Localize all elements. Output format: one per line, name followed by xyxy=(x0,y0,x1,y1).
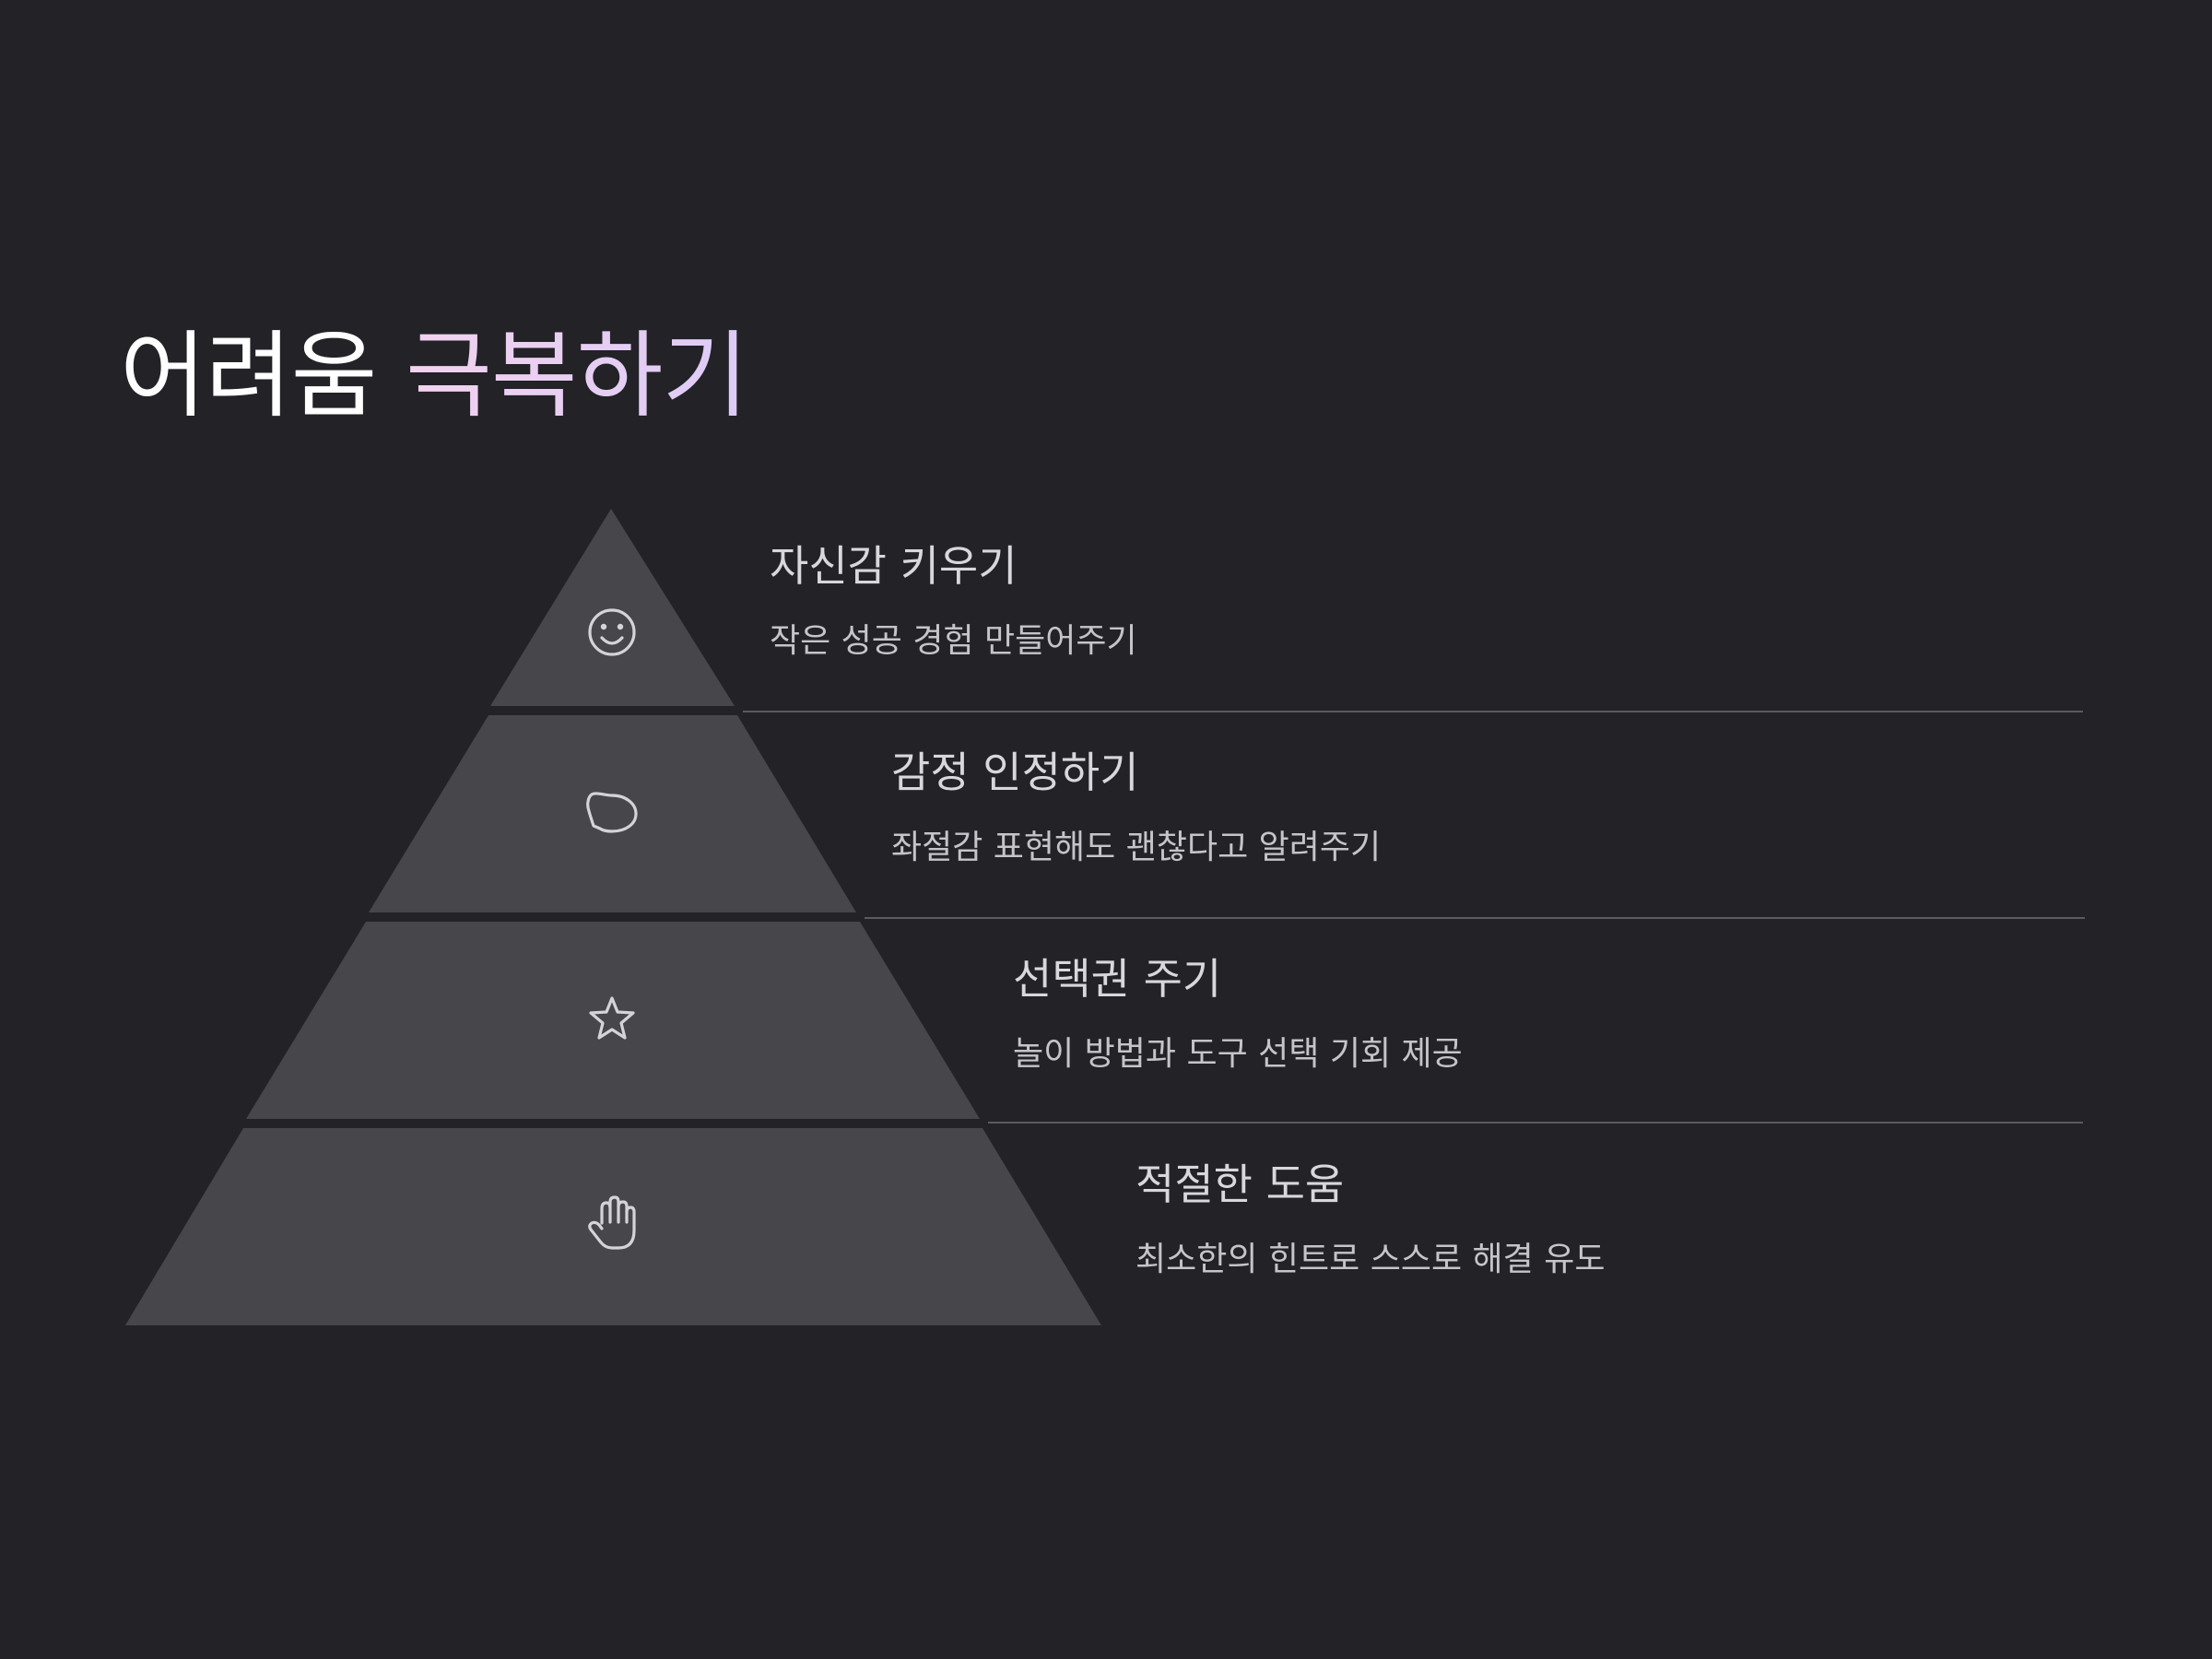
title-accent: 극복하기 xyxy=(405,322,748,431)
speech-bubble-icon xyxy=(586,792,638,833)
level-2-description: 좌절감 표현해도 괜찮다고 알려주기 xyxy=(891,829,1382,866)
level-1-description: 작은 성공 경험 만들어주기 xyxy=(770,622,1137,660)
level-3-heading: 선택권 주기 xyxy=(1013,954,1222,1004)
level-1-divider xyxy=(743,711,2083,712)
hand-icon xyxy=(588,1195,636,1250)
pyramid-tier-2 xyxy=(369,715,856,912)
level-4-description: 최소한의 힌트로 스스로 해결 유도 xyxy=(1135,1241,1606,1278)
level-2-heading: 감정 인정하기 xyxy=(891,747,1139,797)
level-3-divider xyxy=(988,1122,2083,1124)
title-plain: 어려움 xyxy=(120,322,378,431)
page-title: 어려움 극복하기 xyxy=(120,321,748,433)
level-3-description: 놀이 방법과 도구 선택 기회 제공 xyxy=(1013,1035,1463,1073)
pyramid-tier-3 xyxy=(246,922,980,1119)
pyramid-tier-4 xyxy=(125,1128,1101,1325)
smile-icon xyxy=(588,608,636,656)
star-icon xyxy=(589,996,635,1040)
level-4-heading: 적절한 도움 xyxy=(1135,1159,1345,1209)
level-2-divider xyxy=(865,917,2085,919)
pyramid-tier-1 xyxy=(490,509,735,706)
level-1-heading: 자신감 키우기 xyxy=(770,541,1018,591)
